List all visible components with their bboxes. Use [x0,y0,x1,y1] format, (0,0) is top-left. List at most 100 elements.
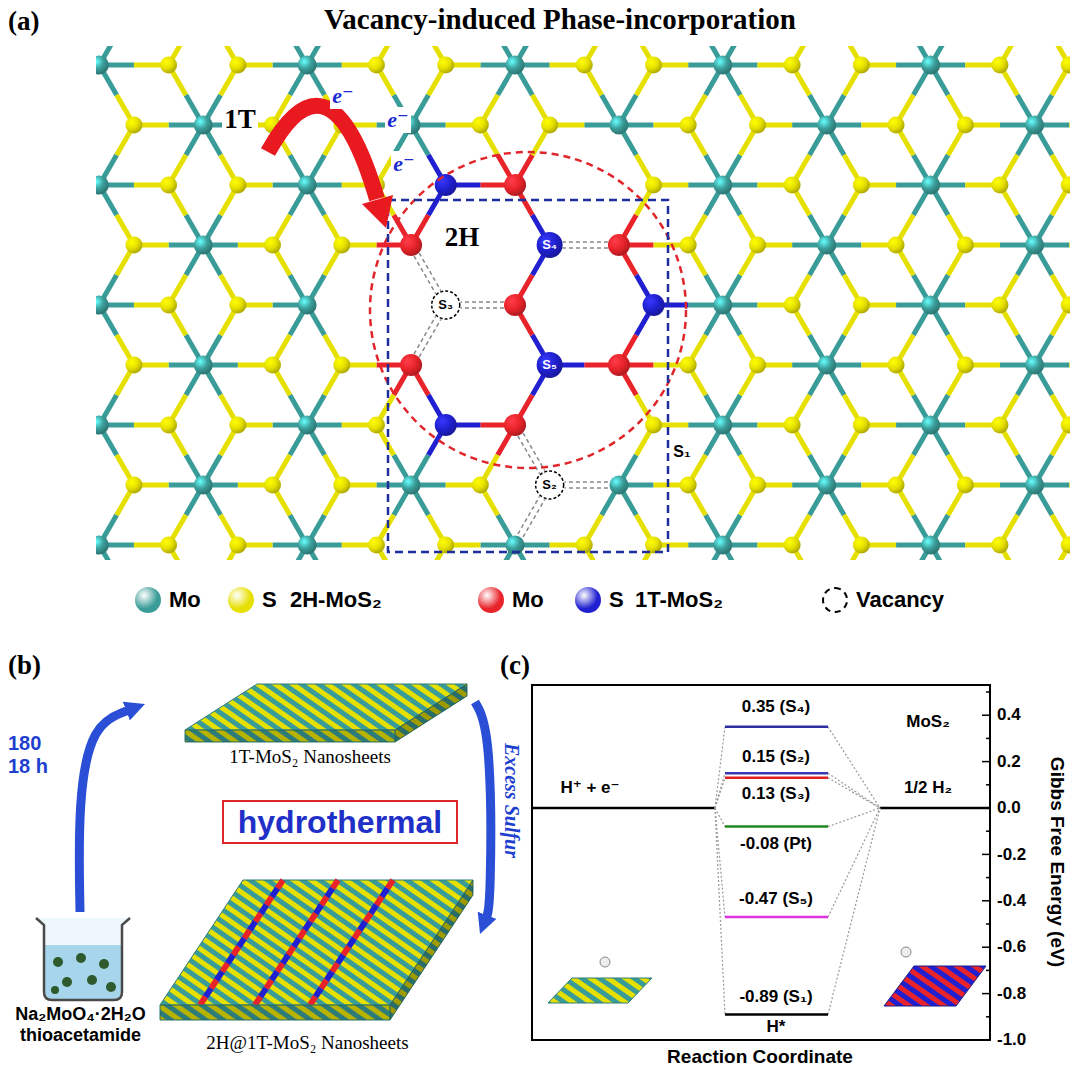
hydrogen-atom [901,947,911,957]
molybdenum-atom [921,296,940,315]
molybdenum-atom [504,174,526,196]
molybdenum-atom [400,354,422,376]
legend-item: Mo [135,586,201,614]
broken-bond [461,307,504,309]
sulfur-atom [991,297,1008,314]
legend-vacancy-symbol [822,587,848,613]
process-arrow [79,710,128,912]
axis-tick [986,830,990,832]
sulfur-atom [888,117,905,134]
sulfur-atom [784,417,801,434]
axis-title: Reaction Coordinate [667,1046,853,1068]
sulfur-atom [537,232,563,258]
tick-label: 0.0 [997,798,1021,818]
molybdenum-atom [298,536,317,555]
site-label: S₃ [438,298,453,313]
arrow-label: Excess Sulfur [501,742,524,857]
beaker-illustration: Na₂MoO₄·2H₂O thioacetamide [8,912,153,1045]
molybdenum-atom [506,56,525,75]
site-label: S₅ [542,358,557,373]
guide-line [715,778,725,808]
sulfur-atom [888,237,905,254]
bond [1069,483,1070,488]
arrow-label: 180 18 h [8,732,60,778]
beaker-liquid [45,945,121,999]
broken-bond [563,247,608,249]
sulfur-atoms [125,46,1070,560]
tick-label: -0.2 [997,845,1026,865]
sulfur-atom [957,237,974,254]
sulfur-atom [680,477,697,494]
molybdenum-atom [608,234,630,256]
sulfur-atom [333,237,350,254]
unit-cell-box [388,200,668,552]
sulfur-atom [229,537,246,554]
axis-tick [986,784,990,786]
site-label: S₄ [542,238,557,253]
sulfur-atom [160,177,177,194]
sulfur-atom [853,57,870,74]
nanosheet-shade [395,684,467,742]
axis-tick [986,923,990,925]
bond [1069,123,1070,128]
broken-bond-group [414,242,608,537]
broken-bond [414,256,436,293]
nanosheet-front [160,1005,390,1020]
legend-text: Vacancy [856,587,944,613]
molybdenum-atom [1025,356,1044,375]
axis-tick [982,1039,990,1041]
sulfur-atom [680,117,697,134]
molybdenum-atom [194,356,213,375]
molybdenum-atom [817,236,836,255]
energy-value: -0.47 (S₅) [739,889,813,909]
sulfur-atom [333,477,350,494]
process-arrow [475,702,491,917]
energy-level [532,807,715,810]
molybdenum-atom [298,416,317,435]
sulfur-atom [853,417,870,434]
legend-text: S [262,587,277,613]
sulfur-atom [991,57,1008,74]
sulfur-atom [160,417,177,434]
molybdenum-atom [1025,236,1044,255]
guide-line [715,773,725,808]
molybdenum-atom [713,56,732,75]
sulfur-atom [160,297,177,314]
node-text: 1T-MoS₂ Nanosheets [145,746,475,768]
legend-swatch [228,587,254,613]
beaker-glass [36,918,130,1000]
legend-item: Mo [478,586,544,614]
electron-label: e⁻ [330,83,355,108]
precursor-particle [87,975,97,985]
molybdenum-atom [921,176,940,195]
sulfur-atom [784,57,801,74]
molybdenum-atom [1025,476,1044,495]
bond [1069,363,1070,368]
energy-level [725,1013,828,1016]
axis-tick [986,970,990,972]
sulfur-atom [991,537,1008,554]
molybdenum-atom [504,294,526,316]
sulfur-atom [472,117,489,134]
guide-line [828,727,880,808]
phase-label: 2H [443,222,482,253]
molybdenum-atom [96,536,109,555]
axis-tick [986,1016,990,1018]
axis-tick [982,993,990,995]
sulfur-atom [368,537,385,554]
precursor-particle [99,959,109,969]
site-label: S₂ [542,478,556,493]
sulfur-atom [264,357,281,374]
guide-line [715,727,725,808]
tick-label: -0.4 [997,891,1026,911]
tick-label: 0.4 [997,705,1021,725]
sulfur-atom [576,57,593,74]
molybdenum-atom [298,176,317,195]
crystal-lattice [96,46,1070,560]
legend-text: S [609,587,624,613]
nanosheet-illustration: 1T-MoS₂ Nanosheets [145,676,475,768]
slab-illustration [884,966,986,1006]
broken-bond [565,481,608,483]
sulfur-atom [1061,417,1070,434]
sulfur-atom [991,177,1008,194]
